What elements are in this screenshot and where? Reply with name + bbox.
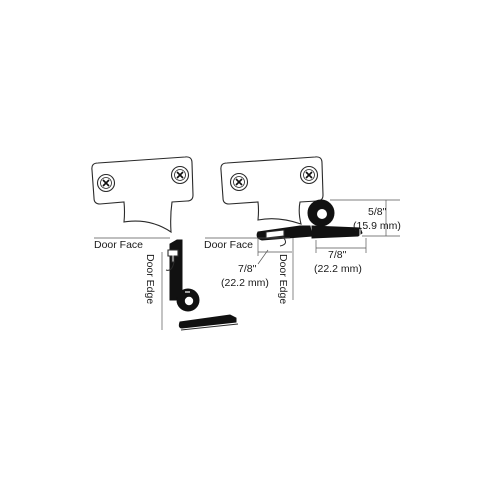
right-door-edge-label: Door Edge	[277, 254, 289, 304]
left-width-dim-mm: (22.2 mm)	[221, 277, 269, 289]
height-dim-inches: 5/8"	[368, 206, 387, 218]
left-horizontal-leaf	[178, 314, 237, 329]
left-hinge-assembly: Door Face Door Edge	[91, 156, 239, 331]
right-mounting-plate	[220, 156, 324, 225]
left-vertical-leaf	[169, 239, 183, 301]
phillips-screw-icon	[229, 172, 249, 192]
phillips-screw-icon	[299, 165, 319, 185]
right-width-dim-inches: 7/8"	[328, 249, 347, 261]
right-screw-tab	[265, 229, 285, 239]
left-door-edge-label: Door Edge	[144, 254, 156, 304]
phillips-screw-icon	[170, 165, 190, 185]
left-mounting-plate	[91, 156, 194, 234]
phillips-screw-icon	[96, 173, 116, 193]
right-door-face-label: Door Face	[204, 239, 253, 251]
left-width-dim-inches: 7/8"	[238, 263, 257, 275]
height-dim-mm: (15.9 mm)	[353, 220, 401, 232]
left-door-face-label: Door Face	[94, 239, 143, 251]
right-width-dim-mm: (22.2 mm)	[314, 263, 362, 275]
right-hinge-assembly: Door Face Door Edge 5/8" (15.9 mm) 7/8" …	[204, 156, 401, 304]
left-width-dim-leader	[257, 249, 269, 265]
